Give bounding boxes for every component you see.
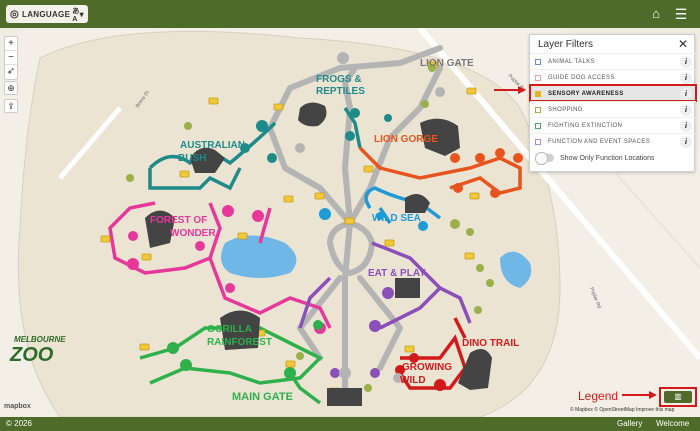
info-icon[interactable]: i [680,104,692,116]
language-selector[interactable]: ◎ LANGUAGE あA ▾ [6,5,88,23]
footer-link-welcome[interactable]: Welcome [656,419,690,428]
layer-filters-panel: Layer Filters ✕ ANIMAL TALKS i GUIDE DOG… [529,34,697,172]
globe-icon: ◎ [10,8,20,20]
area-label-lion-gorge: LION GORGE [374,134,438,145]
logo-zoo: ZOO [9,344,54,366]
hamburger-icon[interactable]: ☰ [674,6,688,22]
area-label-dino-trail: DINO TRAIL [462,338,519,349]
checkbox[interactable] [535,74,541,81]
zoom-in-button[interactable]: + [5,37,17,51]
filter-function-event-spaces[interactable]: FUNCTION AND EVENT SPACES i [530,133,696,149]
area-label-bush: BUSH [178,153,206,164]
filter-label: GUIDE DOG ACCESS [548,74,615,81]
filter-label: FIGHTING EXTINCTION [548,122,623,129]
area-label-forest-of: FOREST OF [150,215,207,226]
filter-sensory-awareness[interactable]: SENSORY AWARENESS i [529,84,697,102]
map-attribution[interactable]: © Mapbox © OpenStreetMap Improve this ma… [570,407,675,413]
area-label-rainforest: RAINFOREST [207,337,272,348]
filter-label: ANIMAL TALKS [548,58,596,65]
area-label-main-gate: MAIN GATE [232,391,293,403]
copyright: © 2026 [6,419,32,428]
area-label-growing: GROWING [402,362,452,373]
compass-icon[interactable]: ➶ [6,66,16,77]
info-icon[interactable]: i [680,72,692,84]
filter-shopping[interactable]: SHOPPING i [530,101,696,117]
function-locations-toggle[interactable] [535,152,554,165]
close-icon[interactable]: ✕ [677,37,688,51]
function-locations-toggle-row[interactable]: Show Only Function Locations [535,152,655,165]
filter-list: ANIMAL TALKS i GUIDE DOG ACCESS i SENSOR… [529,53,697,149]
info-icon[interactable]: i [680,88,692,100]
checkbox[interactable] [535,90,541,97]
chevron-down-icon: ▾ [79,9,84,19]
filter-fighting-extinction[interactable]: FIGHTING EXTINCTION i [530,117,696,133]
filter-label: FUNCTION AND EVENT SPACES [548,138,651,145]
area-label-carnival: EAT & PLAY [368,268,426,279]
locate-icon[interactable]: ⊕ [4,81,18,95]
area-label-wonder: WONDER [170,228,216,239]
language-label: LANGUAGE [22,9,71,19]
info-icon[interactable]: i [680,120,692,132]
home-icon[interactable]: ⌂ [652,6,660,21]
logo-melbourne: MELBOURNE [14,335,66,344]
checkbox[interactable] [535,122,541,129]
share-icon[interactable]: ⇪ [4,99,18,113]
filter-animal-talks[interactable]: ANIMAL TALKS i [530,53,696,69]
filter-guide-dog-access[interactable]: GUIDE DOG ACCESS i [530,69,696,85]
zoom-control: + − ➶ [4,36,18,80]
panel-title: Layer Filters [538,39,594,50]
area-label-reptiles: REPTILES [316,86,365,97]
area-label-wild-sea: WILD SEA [372,213,421,224]
checkbox[interactable] [535,106,541,113]
map-icon: ▥ [664,391,692,403]
mapbox-logo[interactable]: mapbox [4,403,31,410]
translate-icon: あA [72,7,80,23]
info-icon[interactable]: i [680,56,692,68]
area-label-frogs: FROGS & [316,74,362,85]
legend-annotation-label: Legend [578,389,619,403]
checkbox[interactable] [535,138,541,145]
footer: © 2026 Gallery Welcome [0,417,700,431]
toggle-label: Show Only Function Locations [560,154,655,162]
area-label-gorilla: GORILLA [207,324,252,335]
area-label-australian: AUSTRALIAN [180,140,245,151]
legend-button[interactable]: ▥ [659,387,697,407]
footer-link-gallery[interactable]: Gallery [617,419,643,428]
info-icon[interactable]: i [680,136,692,148]
area-label-lion-gate: LION GATE [420,58,474,69]
filter-label: SHOPPING [548,106,583,113]
top-bar: ◎ LANGUAGE あA ▾ ⌂ ☰ [0,0,700,28]
checkbox[interactable] [535,58,541,65]
area-label-wild: WILD [400,375,426,386]
filter-label: SENSORY AWARENESS [548,90,624,97]
zoom-out-button[interactable]: − [5,51,17,65]
